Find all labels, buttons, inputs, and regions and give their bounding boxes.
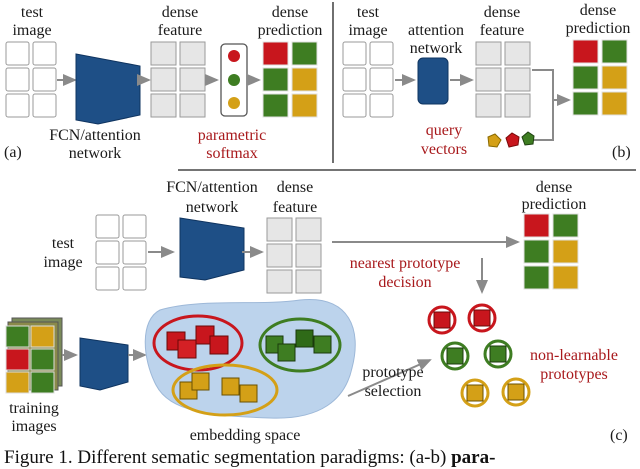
c-prototype-selection-label-2: selection <box>365 383 422 400</box>
b-attention-network-block <box>417 57 449 105</box>
a-dense-prediction-grid <box>262 41 318 118</box>
b-query-vectors-label-1: query <box>426 122 462 139</box>
b-query-vectors-icon <box>487 131 535 148</box>
b-dense-feature-label-1: dense <box>484 4 520 21</box>
c-non-learnable-label-1: non-learnable <box>530 347 618 364</box>
a-test-image-grid <box>5 41 57 118</box>
c-training-images-stack <box>5 317 63 394</box>
a-fcn-network-block <box>75 53 141 125</box>
b-attention-network-label-1: attention <box>408 22 464 39</box>
paradigm-diagram: test image dense feature <box>4 2 636 444</box>
c-embedding-green-cluster <box>258 317 342 373</box>
a-dense-feature-grid <box>150 41 206 118</box>
caption-text: Figure 1. Different sematic segmentation… <box>4 447 452 468</box>
b-dense-feature-grid <box>475 41 531 118</box>
a-test-image-label-2: image <box>12 22 51 39</box>
a-parametric-softmax-label-2: softmax <box>206 145 258 162</box>
panel-a: test image dense feature <box>4 4 322 162</box>
b-test-image-label-1: test <box>357 4 380 21</box>
a-dense-prediction-label-2: prediction <box>258 22 323 39</box>
b-dense-prediction-label-2: prediction <box>566 20 631 37</box>
c-nearest-prototype-label-1: nearest prototype <box>350 255 461 272</box>
c-test-image-grid <box>95 214 147 291</box>
a-dense-feature-label-2: feature <box>158 22 202 39</box>
a-fcn-network-label-2: network <box>69 145 121 162</box>
b-test-image-label-2: image <box>348 22 387 39</box>
a-dense-prediction-label-1: dense <box>272 4 308 21</box>
panel-c: test image FCN/attention network dense f… <box>5 179 628 444</box>
b-dense-feature-label-2: feature <box>480 22 524 39</box>
c-dense-feature-grid <box>266 217 322 294</box>
a-panel-tag: (a) <box>4 144 22 161</box>
c-prototype-red <box>427 303 497 335</box>
panel-b: test image attention network dense featu… <box>342 2 631 161</box>
c-fcn-network-block <box>179 217 245 281</box>
b-dense-prediction-grid <box>572 39 628 116</box>
c-dense-prediction-grid <box>523 213 579 290</box>
figure-caption: Figure 1. Different sematic segmentation… <box>4 447 640 469</box>
c-embedding-space-label: embedding space <box>190 427 301 444</box>
c-prototype-yellow <box>460 377 531 408</box>
c-training-images-label-2: images <box>11 418 56 435</box>
b-test-image-grid <box>342 41 394 118</box>
caption-bold-text: para- <box>451 447 496 468</box>
c-prototype-green <box>440 339 513 371</box>
a-dense-feature-label-1: dense <box>162 4 198 21</box>
c-dense-feature-label-2: feature <box>273 199 317 216</box>
a-parametric-softmax-icon <box>220 43 248 117</box>
b-dense-prediction-label-1: dense <box>580 2 616 19</box>
c-fcn-network-label-2: network <box>186 199 238 216</box>
c-prototype-selection-label-1: prototype <box>362 364 423 381</box>
c-test-image-label-2: image <box>43 254 82 271</box>
a-test-image-label-1: test <box>21 4 44 21</box>
c-training-network-block <box>79 337 129 391</box>
c-panel-tag: (c) <box>610 427 628 444</box>
c-training-images-label-1: training <box>9 400 59 417</box>
c-non-learnable-label-2: prototypes <box>540 366 608 383</box>
c-dense-prediction-label-1: dense <box>536 179 572 196</box>
c-dense-prediction-label-2: prediction <box>522 196 587 213</box>
b-query-vectors-label-2: vectors <box>421 141 467 158</box>
c-embedding-yellow-cluster <box>171 363 279 417</box>
b-panel-tag: (b) <box>612 144 631 161</box>
c-test-image-label-1: test <box>52 235 75 252</box>
a-fcn-network-label-1: FCN/attention <box>49 127 141 144</box>
b-attention-network-label-2: network <box>410 40 462 57</box>
c-nearest-prototype-label-2: decision <box>378 274 431 291</box>
c-dense-feature-label-1: dense <box>277 179 313 196</box>
a-parametric-softmax-label-1: parametric <box>198 127 266 144</box>
c-fcn-network-label-1: FCN/attention <box>166 179 258 196</box>
